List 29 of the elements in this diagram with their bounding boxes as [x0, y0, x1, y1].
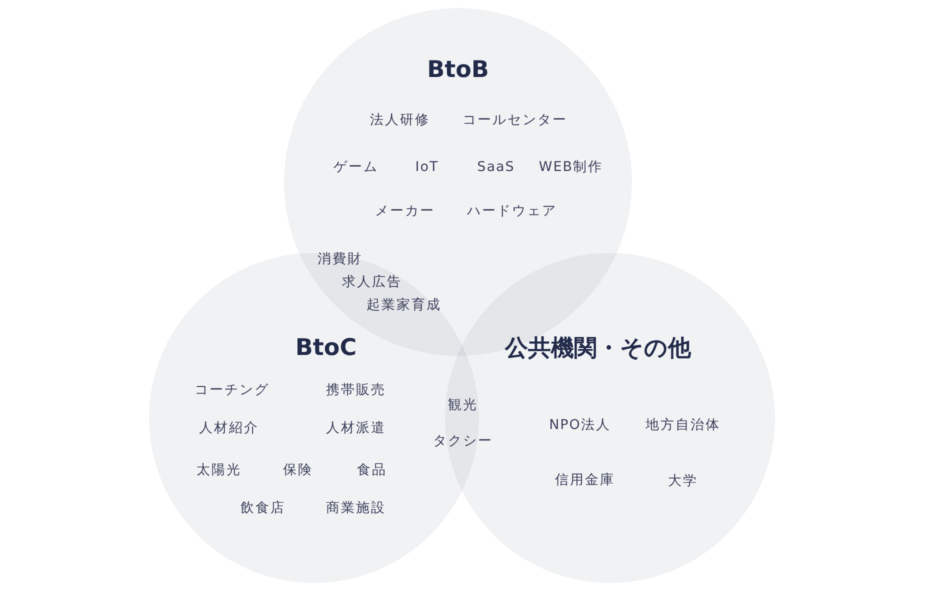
category-item: 地方自治体 [646, 416, 720, 434]
category-item: コールセンター [462, 111, 568, 129]
category-item: 起業家育成 [366, 296, 442, 314]
category-heading: BtoB [427, 57, 489, 83]
category-heading: BtoC [295, 335, 357, 361]
category-item: 食品 [357, 461, 387, 479]
category-item: ゲーム [334, 158, 378, 176]
category-item: 法人研修 [370, 111, 430, 129]
category-item: 商業施設 [326, 499, 386, 517]
category-item: 人材紹介 [199, 419, 259, 437]
category-item: 太陽光 [196, 461, 242, 479]
category-item: 観光 [448, 396, 478, 414]
category-item: NPO法人 [549, 416, 611, 434]
category-item: IoT [415, 159, 439, 175]
category-item: SaaS [477, 159, 515, 175]
category-item: 大学 [668, 472, 698, 490]
category-item: 求人広告 [342, 273, 402, 291]
category-item: メーカー [375, 202, 435, 220]
category-heading: 公共機関・その他 [505, 334, 691, 364]
category-item: コーチング [194, 381, 270, 399]
category-item: 保険 [283, 461, 313, 479]
category-item: 信用金庫 [555, 471, 615, 489]
category-item: タクシー [433, 432, 493, 450]
category-item: 携帯販売 [326, 381, 386, 399]
category-item: 飲食店 [240, 499, 286, 517]
category-item: 消費財 [318, 250, 362, 268]
category-item: ハードウェア [467, 202, 557, 220]
category-item: WEB制作 [538, 158, 604, 176]
category-item: 人材派遣 [326, 419, 386, 437]
